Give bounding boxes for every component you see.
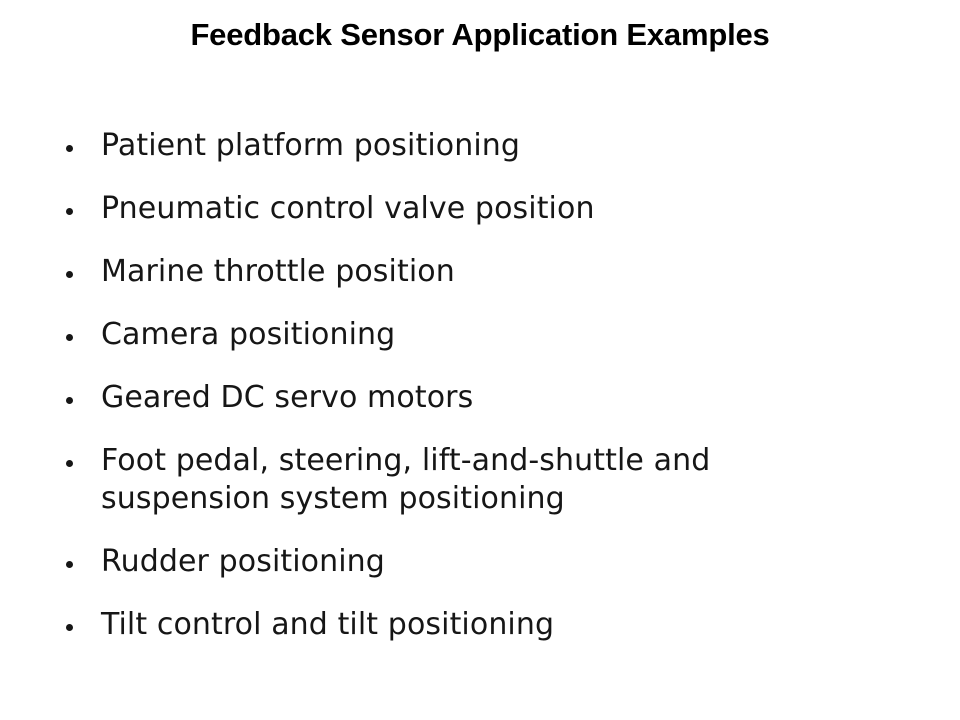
bullet-point-icon [66,145,73,152]
slide-title: Feedback Sensor Application Examples [190,17,770,52]
list-item: Rudder positioning [62,543,882,581]
list-item-label: Camera positioning [101,317,396,352]
bullet-point-icon [66,208,73,215]
list-item: Pneumatic control valve position [62,190,882,228]
bullet-point-icon [66,397,73,404]
bullet-point-icon [66,460,73,467]
bullet-point-icon [66,624,73,631]
list-item-label: Pneumatic control valve position [101,191,595,226]
list-item: Patient platform positioning [62,127,882,165]
list-item: Camera positioning [62,316,882,354]
list-item: Geared DC servo motors [62,379,882,417]
list-item-label: Rudder positioning [101,544,385,579]
bullet-point-icon [66,271,73,278]
bullet-point-icon [66,334,73,341]
list-item-label: Patient platform positioning [101,128,521,163]
list-item: Tilt control and tilt positioning [62,606,882,644]
list-item-label: Geared DC servo motors [101,380,474,415]
list-item-label: Tilt control and tilt positioning [101,607,555,642]
list-item: Marine throttle position [62,253,882,291]
bullet-list: Patient platform positioning Pneumatic c… [62,127,882,644]
bullet-point-icon [66,561,73,568]
list-item-label: Marine throttle position [101,254,455,289]
list-item: Foot pedal, steering, lift-and-shuttle a… [62,442,882,518]
list-item-label: Foot pedal, steering, lift-and-shuttle a… [101,443,711,516]
